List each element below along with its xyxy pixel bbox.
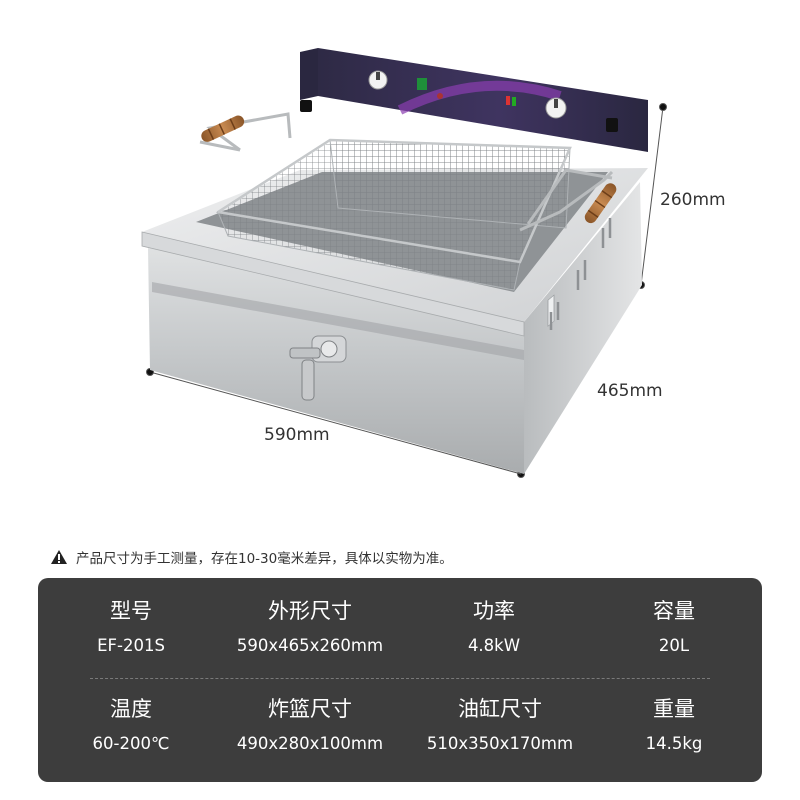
left-wood-handle (201, 115, 245, 142)
spec-value: 60-200℃ (92, 734, 170, 753)
spec-value: 490x280x100mm (236, 734, 384, 753)
spec-label: 重量 (653, 697, 695, 721)
spec-table: 型号 EF-201S 外形尺寸 590x465x260mm 功率 4.8kW 容… (38, 578, 762, 782)
spec-model: 型号 EF-201S (46, 598, 216, 657)
right-wood-handle (584, 183, 617, 224)
spec-capacity: 容量 20L (589, 598, 759, 657)
warning-icon (51, 550, 67, 564)
width-dimension: 590mm (264, 425, 330, 445)
spec-label: 容量 (653, 599, 695, 623)
spec-label: 型号 (110, 599, 152, 623)
spec-temperature: 温度 60-200℃ (46, 696, 216, 755)
spec-label: 外形尺寸 (268, 599, 352, 623)
fry-basket (199, 112, 617, 291)
spec-value: 590x465x260mm (236, 636, 384, 655)
height-dimension: 260mm (660, 190, 726, 210)
spec-value: 510x350x170mm (426, 734, 574, 753)
depth-dimension: 465mm (597, 381, 663, 401)
spec-weight: 重量 14.5kg (589, 696, 759, 755)
spec-label: 炸篮尺寸 (268, 697, 352, 721)
spec-value: 4.8kW (467, 636, 521, 655)
spec-label: 功率 (473, 599, 515, 623)
measurement-notice: 产品尺寸为手工测量，存在10-30毫米差异，具体以实物为准。 (50, 546, 453, 568)
drain-valve-icon (289, 335, 347, 401)
spec-tank-size: 油缸尺寸 510x350x170mm (415, 696, 585, 755)
spec-divider (90, 678, 710, 679)
spec-power: 功率 4.8kW (409, 598, 579, 657)
control-panel (300, 48, 648, 152)
notice-text: 产品尺寸为手工测量，存在10-30毫米差异，具体以实物为准。 (76, 551, 453, 567)
fryer-illustration (141, 48, 667, 478)
spec-label: 油缸尺寸 (458, 697, 542, 721)
side-vents (549, 218, 612, 330)
spec-value: 14.5kg (645, 734, 703, 753)
spec-basket-size: 炸篮尺寸 490x280x100mm (225, 696, 395, 755)
spec-value: 20L (658, 636, 690, 655)
spec-outer-size: 外形尺寸 590x465x260mm (225, 598, 395, 657)
spec-value: EF-201S (97, 636, 165, 655)
spec-label: 温度 (110, 697, 152, 721)
